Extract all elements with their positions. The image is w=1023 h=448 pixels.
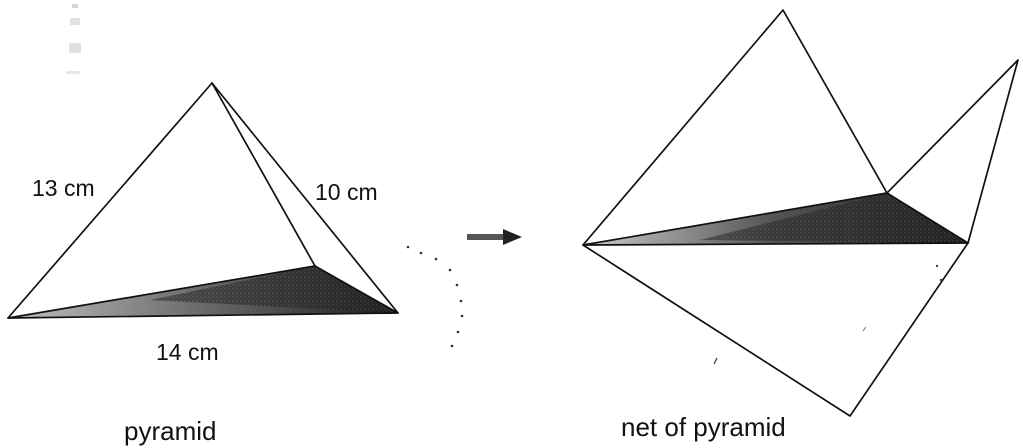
- net-caption: net of pyramid: [621, 412, 786, 442]
- arrow-right-icon: [467, 229, 522, 245]
- net-base-right-edge: [886, 192, 969, 244]
- scan-artifact: [66, 4, 81, 74]
- pyramid-base-texture: [150, 266, 398, 313]
- dotted-arc: [406, 245, 464, 348]
- net-base-texture: [700, 193, 968, 243]
- pyramid-figure: 13 cm 10 cm 14 cm pyramid: [7, 82, 399, 446]
- pyramid-back-edge: [211, 82, 316, 267]
- pyramid-outline: [7, 82, 399, 319]
- net-figure: net of pyramid: [582, 9, 1019, 442]
- edge-label-13cm: 13 cm: [32, 175, 95, 201]
- pyramid-caption: pyramid: [124, 416, 216, 446]
- net-bottom-face: [582, 242, 969, 417]
- pyramid-base-right-edge: [314, 265, 399, 314]
- net-right-face: [886, 59, 1019, 244]
- net-base-upper-edge: [582, 192, 888, 246]
- net-top-face: [582, 9, 888, 246]
- pyramid-base-back-edge: [7, 265, 316, 319]
- base-label-14cm: 14 cm: [156, 339, 219, 365]
- edge-label-10cm: 10 cm: [315, 179, 378, 205]
- net-base-long-edge: [582, 242, 969, 246]
